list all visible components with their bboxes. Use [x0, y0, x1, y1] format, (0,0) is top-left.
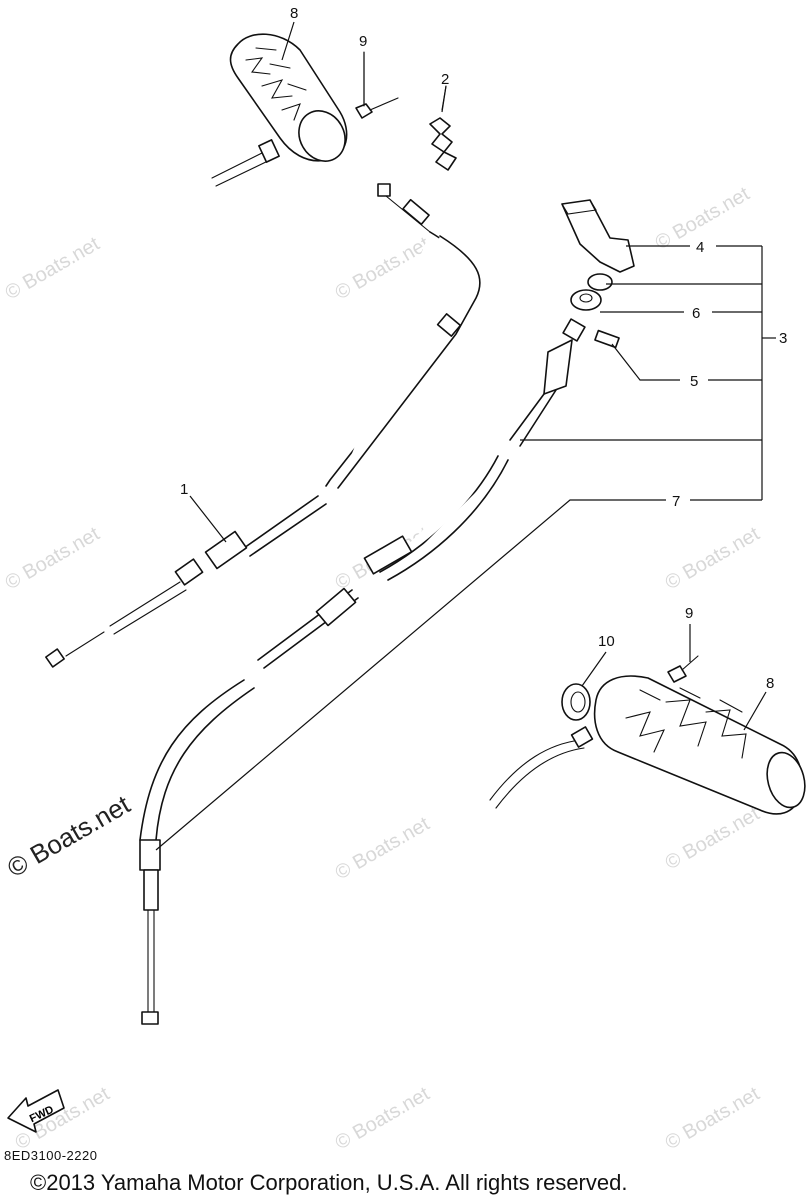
copyright: ©2013 Yamaha Motor Corporation, U.S.A. A… — [30, 1170, 628, 1195]
watermark: © Boats.net — [662, 523, 764, 595]
callout-5: 5 — [690, 373, 698, 390]
watermark: © Boats.net — [2, 233, 104, 305]
callout-10: 10 — [598, 633, 615, 650]
pin-top — [355, 51, 399, 119]
grip-top — [211, 33, 348, 187]
pin-5 — [594, 329, 620, 349]
washer-6 — [570, 289, 602, 311]
watermark: © Boats.net — [662, 1083, 764, 1155]
callout-7: 7 — [672, 493, 680, 510]
watermarks: © Boats.net © Boats.net © Boats.net © Bo… — [2, 183, 764, 1155]
callout-4: 4 — [696, 239, 704, 256]
watermark: © Boats.net — [662, 803, 764, 875]
part-code: 8ED3100-2220 — [4, 1148, 98, 1163]
callout-6: 6 — [692, 305, 700, 322]
callouts: 8 9 2 4 6 3 5 7 1 9 10 8 — [180, 5, 787, 692]
fwd-arrow: FWD — [7, 1089, 65, 1133]
pin-lower — [667, 655, 699, 683]
lever-4 — [561, 199, 635, 273]
cable-1 — [45, 183, 481, 668]
washer-6a — [587, 273, 613, 291]
callout-9-top: 9 — [359, 33, 367, 50]
leader-lines — [155, 21, 776, 851]
watermark: © Boats.net — [2, 523, 104, 595]
callout-9-lower: 9 — [685, 605, 693, 622]
grip-lower — [489, 675, 806, 815]
watermark: © Boats.net — [332, 1083, 434, 1155]
watermark: © Boats.net — [332, 813, 434, 885]
clip — [429, 85, 457, 171]
callout-2: 2 — [441, 71, 449, 88]
callout-8-lower: 8 — [766, 675, 774, 692]
collar-10 — [561, 683, 591, 721]
callout-1: 1 — [180, 481, 188, 498]
callout-8-top: 8 — [290, 5, 298, 22]
cable-7 — [139, 318, 586, 1025]
callout-3: 3 — [779, 330, 787, 347]
watermark-main: © Boats.net — [2, 789, 136, 883]
